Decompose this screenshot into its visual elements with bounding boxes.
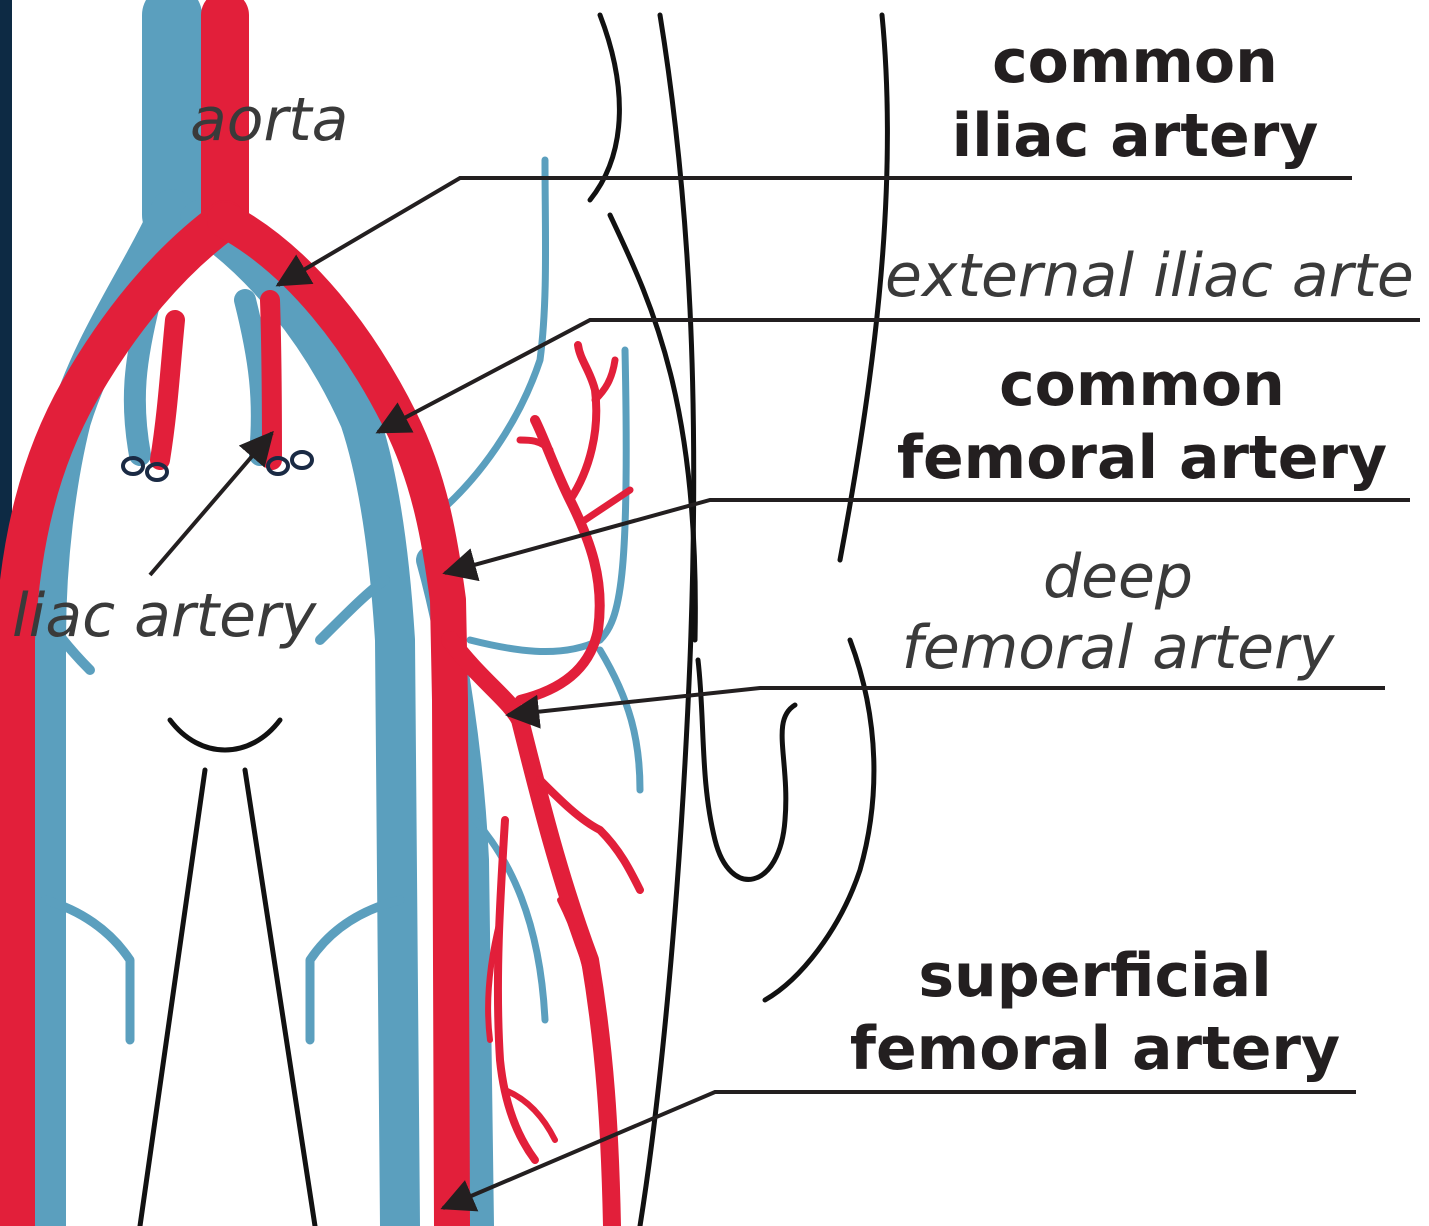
- label-superficial-femoral-line2: femoral artery: [850, 1014, 1340, 1084]
- internal-iliac-vein-left: [245, 300, 262, 455]
- internal-iliac-artery-right: [160, 320, 175, 460]
- leader-deep-femoral: [508, 688, 1385, 715]
- label-external-iliac: external iliac arte: [885, 241, 1414, 311]
- label-common-iliac-line2: iliac artery: [952, 101, 1319, 171]
- inner-leg-right: [140, 770, 205, 1226]
- label-superficial-femoral-line1: superficial: [918, 941, 1271, 1011]
- label-deep-femoral-line1: deep: [1043, 542, 1193, 612]
- circumflex-sub-1: [570, 345, 596, 500]
- label-deep-femoral-line2: femoral artery: [902, 613, 1336, 683]
- hip-contour-upper: [590, 15, 619, 200]
- outer-body-line: [840, 15, 887, 560]
- leader-superficial-femoral: [443, 1092, 1356, 1208]
- vein-branch-1: [430, 160, 546, 520]
- circumflex-sub-2: [595, 360, 615, 400]
- label-common-femoral-line1: common: [999, 350, 1285, 420]
- pubic-curve: [170, 720, 280, 750]
- label-aorta: aorta: [190, 85, 348, 155]
- label-common-iliac-line1: common: [992, 27, 1278, 97]
- buttock-contour: [765, 640, 874, 1000]
- inner-leg-left: [245, 770, 315, 1226]
- vein-branch-3: [600, 650, 640, 790]
- thigh-outer: [640, 15, 694, 1226]
- label-internal-iliac: liac artery: [12, 581, 318, 651]
- label-common-femoral-line2: femoral artery: [897, 423, 1387, 493]
